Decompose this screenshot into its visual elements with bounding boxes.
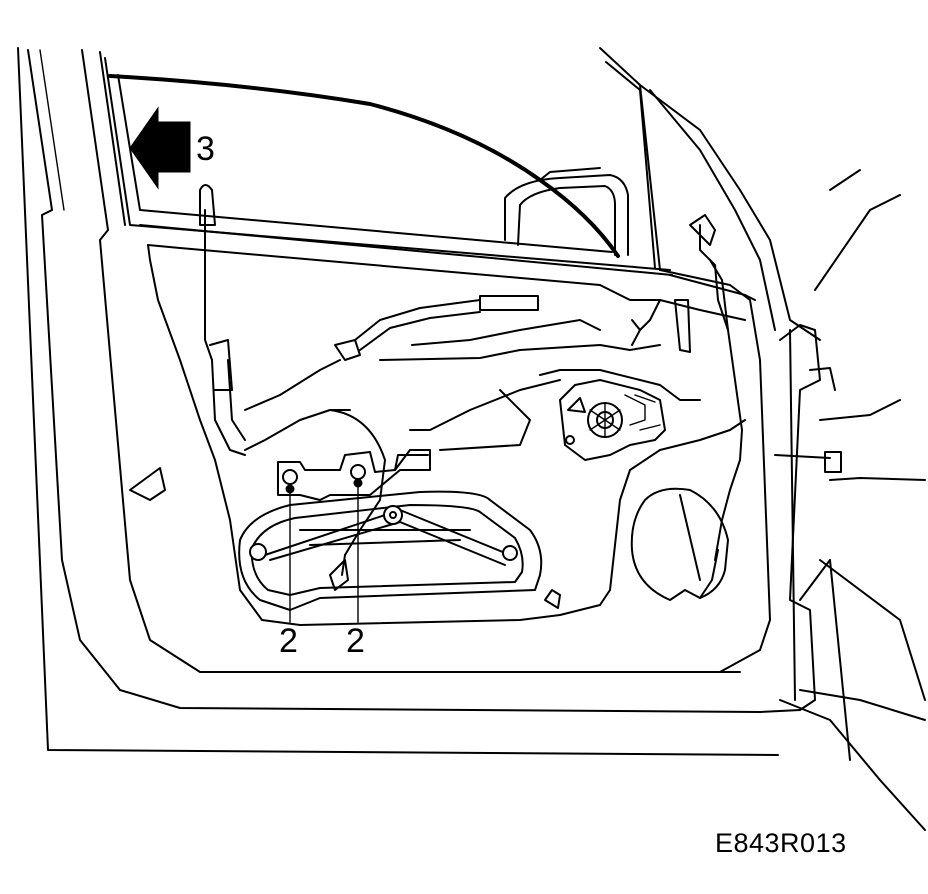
window-motor [559, 379, 666, 461]
mounting-nut-right [350, 464, 366, 488]
callout-label-2-right: 2 [346, 622, 365, 660]
door-cable-harness [199, 184, 743, 599]
callout-label-3: 3 [196, 130, 215, 168]
door-mirror [504, 167, 629, 256]
inner-panel-outline [129, 244, 746, 626]
figure-code: E843R013 [715, 828, 847, 858]
door-rear-edge [659, 169, 926, 831]
window-glass-edge [108, 74, 620, 258]
callout-label-2-left: 2 [279, 622, 298, 660]
speaker-opening [630, 487, 729, 601]
window-frame [104, 47, 821, 341]
window-regulator [238, 449, 561, 611]
direction-arrow-icon [129, 106, 191, 190]
door-outer-frame [17, 47, 801, 756]
mounting-nut-left [282, 469, 298, 494]
